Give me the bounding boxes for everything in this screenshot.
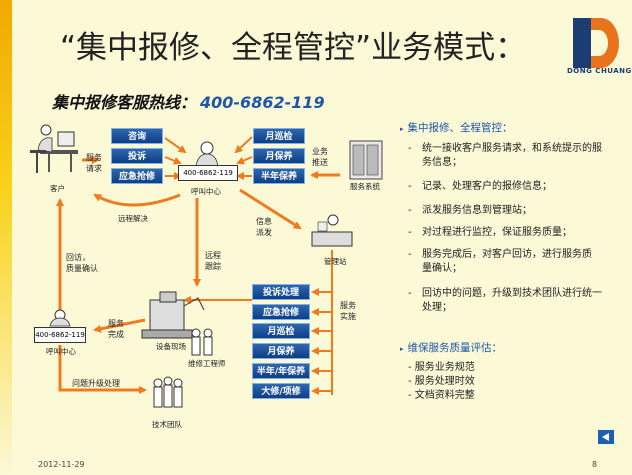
service-complete-label: 服务 完成 xyxy=(108,319,124,339)
tech-team-figures xyxy=(153,376,183,408)
sub-item-1: - 服务业务规范 xyxy=(408,362,475,373)
bottom-call-center-label: 呼叫中心 xyxy=(46,347,76,356)
center-phone-box: 400-6862-119 xyxy=(178,165,238,181)
hotline: 集中报修客服热线：400-6862-119 xyxy=(52,89,325,113)
overhaul-button[interactable]: 大修/项修 xyxy=(252,383,310,399)
panel-item-4: -对过程进行监控，保证服务质量； xyxy=(408,227,572,238)
complaint-handling-button[interactable]: 投诉处理 xyxy=(252,284,310,300)
arrow-remote-resolve xyxy=(93,193,181,207)
engineer-figures xyxy=(191,328,213,356)
monthly-maintenance-button[interactable]: 月保养 xyxy=(253,148,305,164)
call-center-label: 呼叫中心 xyxy=(191,187,221,196)
device-figure xyxy=(141,291,205,339)
sub-item-2: - 服务处理时效 xyxy=(408,376,475,387)
bottom-operator-figure xyxy=(49,309,71,327)
complaint-button[interactable]: 投诉 xyxy=(111,148,163,164)
arrow-dispatch xyxy=(239,188,302,230)
call-center-operator-figure xyxy=(195,141,219,167)
service-implement-label: 服务 实施 xyxy=(340,301,356,321)
half-year-maintenance-button[interactable]: 半年保养 xyxy=(253,168,305,184)
arrow-consult xyxy=(164,137,187,154)
panel-item-2: -记录、处理客户的报修信息； xyxy=(408,181,552,192)
engineer-label: 维修工程师 xyxy=(188,359,226,368)
service-system-label: 服务系统 xyxy=(350,182,380,191)
panel-item-1: -统一接收客户服务请求，和系统提示的服务信息； xyxy=(408,143,602,168)
emergency-repair-button[interactable]: 应急抢修 xyxy=(111,168,163,184)
logo-text: DONG CHUANG xyxy=(567,67,632,75)
remote-track-label: 远程 跟踪 xyxy=(205,251,221,271)
hotline-number: 400-6862-119 xyxy=(200,93,325,112)
heading-centralized: ▸集中报修、全程管控： xyxy=(400,122,513,134)
revisit-label: 回访， 质量确认 xyxy=(66,253,98,273)
dongchuang-logo xyxy=(573,18,619,68)
business-push-label: 业务 推送 xyxy=(312,147,328,167)
panel-item-6: -回访中的问题，升级到技术团队进行统一处理； xyxy=(408,288,602,313)
management-station-label: 管理站 xyxy=(324,257,347,266)
footer-date: 2012-11-29 xyxy=(38,460,85,469)
arrow-monthly-maint xyxy=(236,156,253,165)
remote-resolve-label: 远程解决 xyxy=(118,214,148,223)
monthly-inspection-button[interactable]: 月巡检 xyxy=(253,128,305,144)
tech-team-label: 技术团队 xyxy=(152,420,182,429)
arrow-escalation xyxy=(58,345,147,394)
slide-title: “集中报修、全程管控”业务模式： xyxy=(60,30,527,66)
lower-monthly-maintenance-button[interactable]: 月保养 xyxy=(252,343,310,359)
left-accent-bar xyxy=(0,0,12,475)
lower-emergency-repair-button[interactable]: 应急抢修 xyxy=(252,304,310,320)
consult-button[interactable]: 咨询 xyxy=(111,128,163,144)
arrow-service-complete xyxy=(93,318,146,333)
hotline-label: 集中报修客服热线： xyxy=(52,93,197,112)
device-site-label: 设备现场 xyxy=(156,342,186,351)
escalation-label: 问题升级处理 xyxy=(72,379,120,388)
sub-item-3: - 文档资料完整 xyxy=(408,390,475,401)
page-number: 8 xyxy=(592,460,598,469)
bullet-icon: ▸ xyxy=(400,125,404,133)
management-station-figure xyxy=(311,214,353,247)
bottom-phone-box: 400-6862-119 xyxy=(34,327,86,343)
customer-figure xyxy=(30,124,78,173)
service-system-figure xyxy=(349,140,383,180)
panel-item-3: -派发服务信息到管理站； xyxy=(408,205,532,216)
bullet-icon: ▸ xyxy=(400,345,404,353)
panel-item-5: -服务完成后，对客户回访，进行服务质量确认； xyxy=(408,249,592,274)
heading-quality: ▸维保服务质量评估： xyxy=(400,342,503,354)
service-request-label: 服务 请求 xyxy=(86,153,102,173)
back-nav-icon[interactable] xyxy=(598,430,614,444)
info-dispatch-label: 信息 派发 xyxy=(256,217,272,237)
arrow-monthly-inspect xyxy=(234,136,253,154)
arrow-complaint xyxy=(164,156,182,165)
lower-half-year-maintenance-button[interactable]: 半年/年保养 xyxy=(252,363,310,379)
customer-label: 客户 xyxy=(50,184,65,193)
lower-monthly-inspection-button[interactable]: 月巡检 xyxy=(252,323,310,339)
